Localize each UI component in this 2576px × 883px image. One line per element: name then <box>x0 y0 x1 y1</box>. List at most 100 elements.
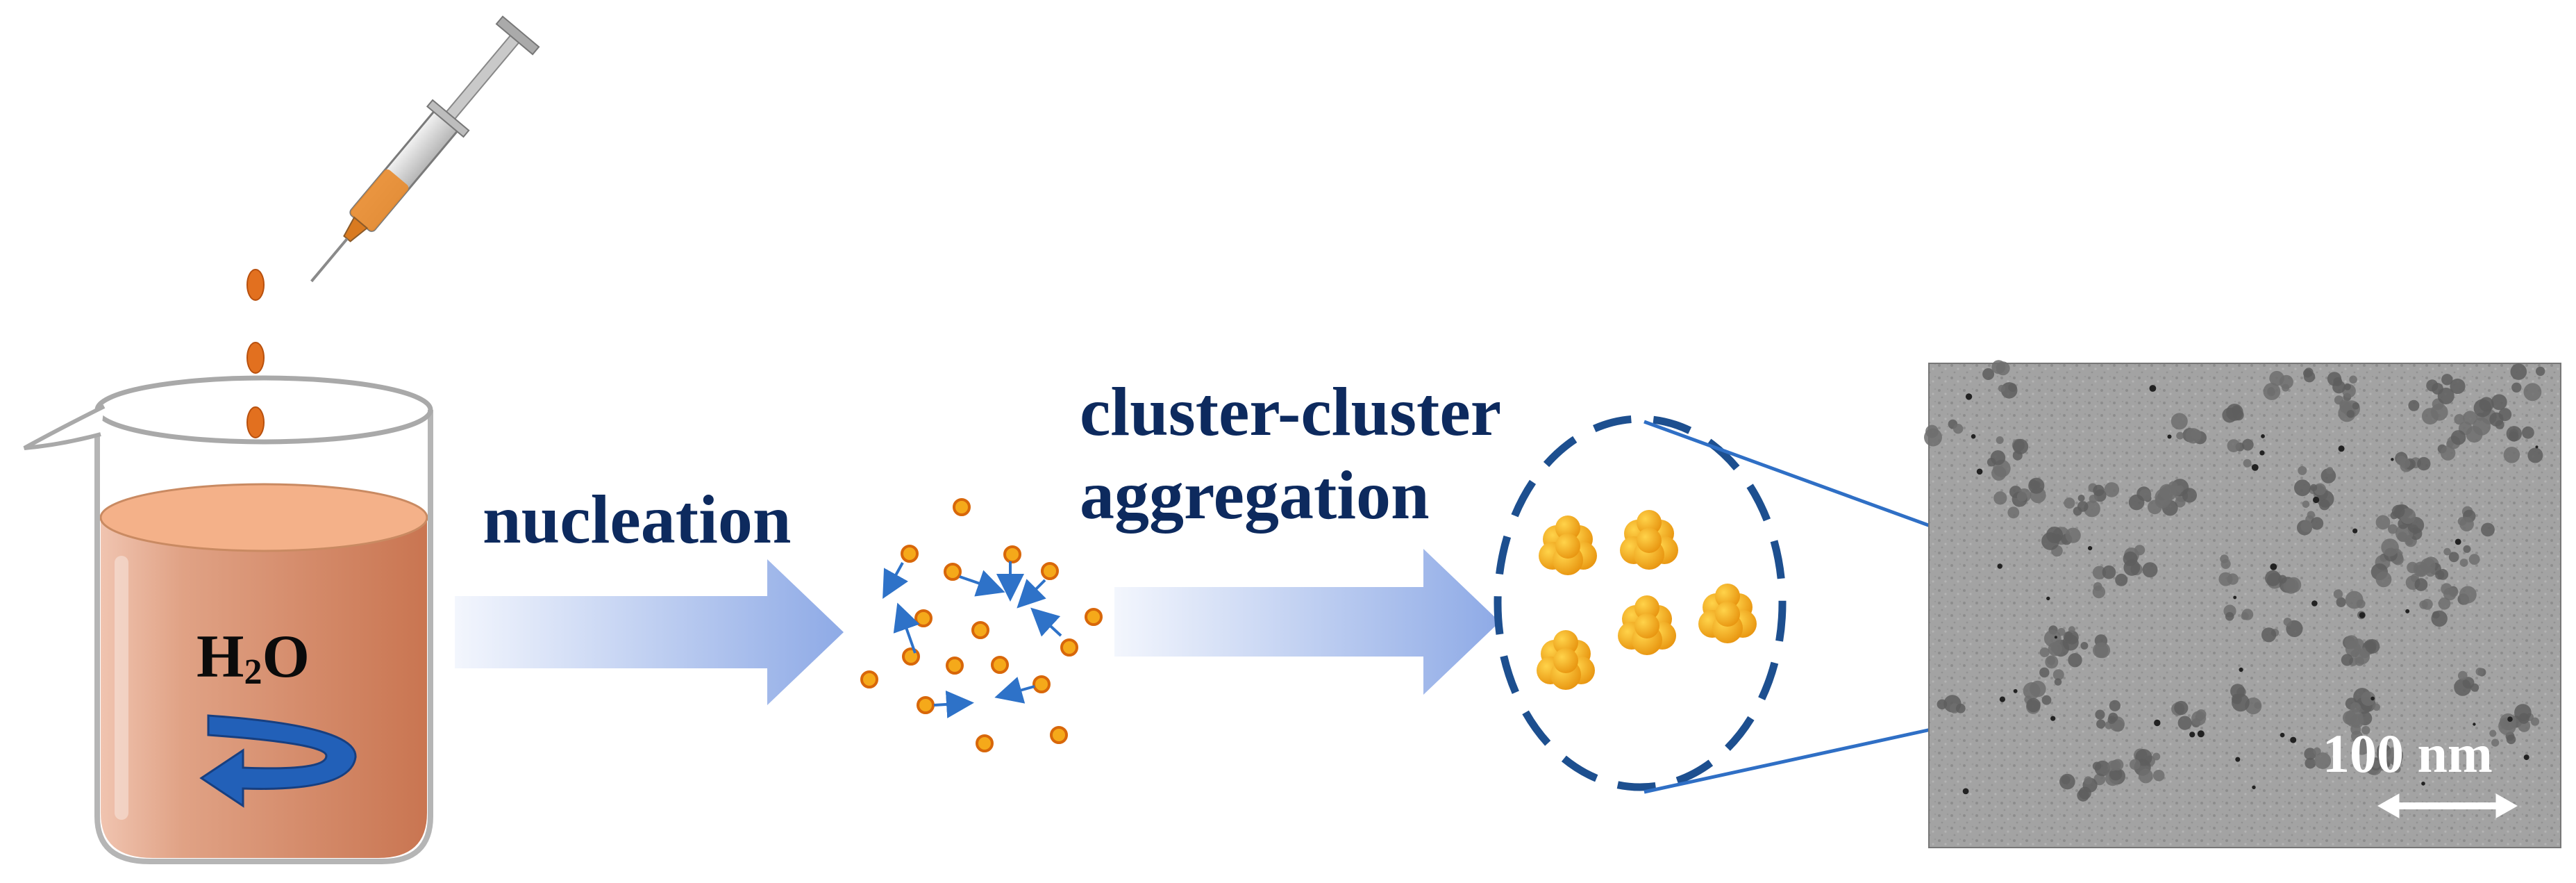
tem-dot <box>2352 528 2358 534</box>
solvent-label: H2O <box>196 622 310 693</box>
tem-aggregate <box>2041 527 2081 557</box>
tem-aggregate <box>2510 363 2545 402</box>
tem-aggregate <box>2297 511 2324 536</box>
droplet <box>246 269 265 301</box>
tem-dot <box>2251 464 2259 471</box>
tem-dot <box>2454 538 2461 545</box>
tem-dot <box>2391 458 2394 461</box>
tem-aggregate <box>2443 545 2480 567</box>
tem-dot <box>2370 696 2375 701</box>
tem-dot <box>1971 434 1976 439</box>
nucleus <box>917 696 935 714</box>
step-label-nucleation: nucleation <box>483 481 792 558</box>
tem-aggregate <box>2294 465 2336 497</box>
tem-aggregate <box>2223 604 2254 621</box>
tem-aggregate <box>2171 413 2207 445</box>
tem-aggregate <box>1924 419 1964 447</box>
tem-aggregate <box>2450 411 2491 445</box>
nucleus <box>1060 638 1078 657</box>
tem-dot <box>2523 754 2529 761</box>
tem-dot <box>2261 434 2265 438</box>
tem-aggregate <box>2441 583 2477 605</box>
tem-aggregate <box>1996 436 2029 461</box>
droplet <box>246 406 265 438</box>
nucleus <box>946 657 964 675</box>
step-label-cluster-line1: cluster-cluster <box>1080 373 1502 450</box>
tem-aggregate <box>2261 618 2303 643</box>
tem-aggregate <box>2105 759 2141 786</box>
solvent-label-sub: 2 <box>244 652 262 692</box>
nucleus <box>1041 562 1059 580</box>
syringe-icon <box>310 15 540 283</box>
tem-aggregate <box>2327 372 2357 398</box>
tem-dot <box>2338 445 2345 452</box>
tem-aggregate <box>2405 558 2436 591</box>
nucleus <box>860 670 878 688</box>
nuclei-group <box>860 498 1103 752</box>
tem-dot <box>1962 788 1969 795</box>
tem-dot <box>2311 600 2318 606</box>
tem-aggregate <box>2088 482 2120 504</box>
tem-dot <box>2013 688 2018 693</box>
tem-aggregate <box>2222 404 2244 423</box>
tem-aggregate <box>2265 570 2302 594</box>
droplets <box>246 269 265 438</box>
tem-aggregate <box>2355 639 2380 666</box>
tem-aggregate <box>2419 597 2451 627</box>
tem-aggregate <box>2155 479 2189 506</box>
tem-dot <box>2046 596 2050 601</box>
droplet <box>246 342 265 374</box>
tem-aggregate <box>2068 634 2111 668</box>
nucleus <box>914 609 932 627</box>
tem-aggregate <box>2230 684 2262 715</box>
zoom-dashed-circle <box>1494 415 1787 791</box>
tem-dot <box>2149 385 2157 392</box>
tem-dot <box>2252 785 2256 790</box>
tem-aggregate <box>2454 668 2486 696</box>
tem-dot <box>2270 563 2277 570</box>
tem-dot <box>1965 393 1973 400</box>
tem-aggregate <box>2343 709 2370 743</box>
tem-aggregate <box>1937 695 1966 713</box>
tem-micrograph <box>1924 360 2561 848</box>
tem-dot <box>1999 696 2005 702</box>
nanocluster-icon <box>1537 510 1757 690</box>
tem-dot <box>2050 716 2056 721</box>
scale-bar-label: 100 nm <box>2323 723 2493 784</box>
nucleus <box>1032 675 1051 693</box>
tem-dot <box>2233 595 2237 600</box>
nucleus <box>991 656 1009 674</box>
scale-bar-icon <box>2377 793 2518 818</box>
stir-rotation-icon <box>199 714 357 808</box>
tem-aggregate <box>2227 438 2254 468</box>
tem-aggregate <box>2473 394 2512 429</box>
tem-dot <box>2405 609 2410 613</box>
nucleus <box>901 545 919 563</box>
process-arrow-1 <box>455 559 844 705</box>
nucleus <box>902 647 920 666</box>
tem-dot <box>2235 757 2241 762</box>
tem-dot <box>2421 782 2425 786</box>
tem-aggregate <box>2345 688 2381 726</box>
solvent-label-h: H <box>196 623 244 691</box>
nucleus <box>971 621 989 639</box>
tem-dot <box>2167 434 2172 439</box>
tem-clusters <box>1924 360 2545 802</box>
tem-aggregate <box>2395 452 2431 472</box>
tem-dot <box>2259 450 2265 456</box>
tem-aggregate <box>2375 504 2416 534</box>
tem-dot <box>2535 445 2539 449</box>
tem-aggregate <box>2043 625 2079 657</box>
tem-aggregate <box>2123 545 2158 578</box>
tem-dot <box>2197 730 2205 738</box>
tem-aggregate <box>2095 700 2125 732</box>
tem-dot <box>2239 667 2243 672</box>
tem-aggregate <box>2457 506 2495 537</box>
tem-dot <box>2088 546 2093 551</box>
tem-dot <box>2473 723 2476 726</box>
tem-aggregate <box>2133 748 2165 784</box>
tem-aggregate <box>2302 483 2334 511</box>
tem-aggregate <box>2030 667 2064 698</box>
